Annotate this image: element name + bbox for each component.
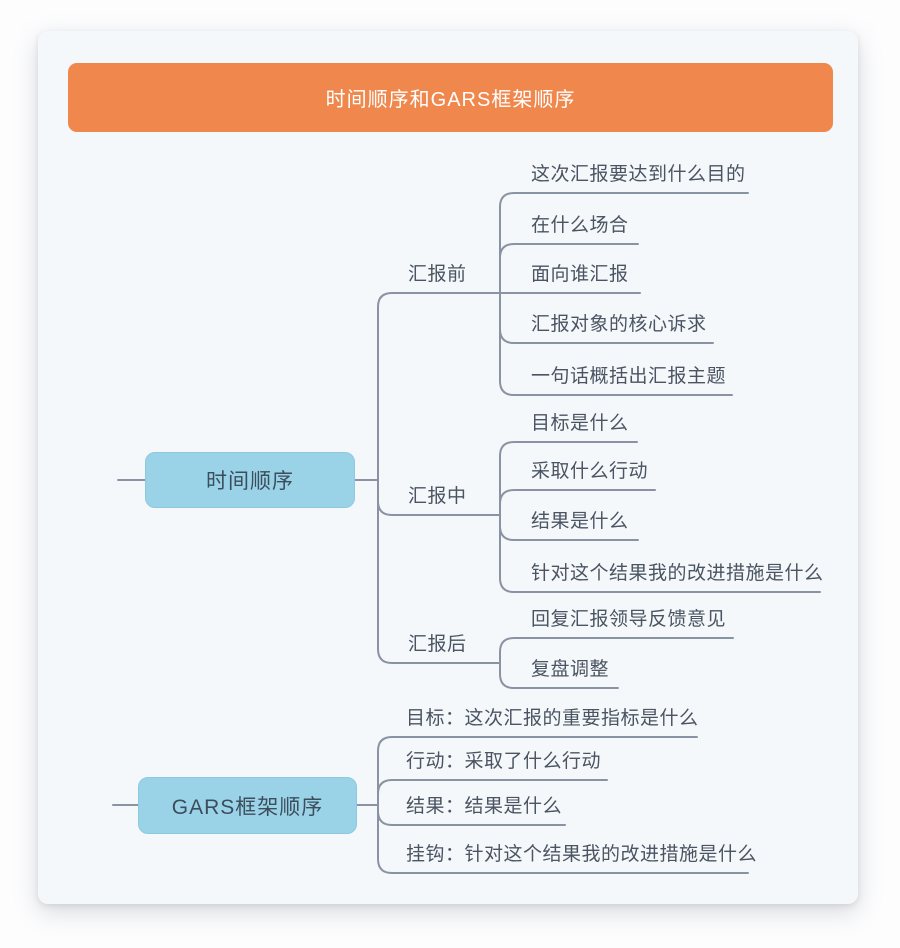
edge-after-report [377,479,501,664]
leaf-during-improvement: 针对这个结果我的改进措施是什么 [531,563,824,584]
topic-time-order-label: 时间顺序 [206,470,294,493]
edge-after-c2 [499,662,619,689]
leaf-before-occasion: 在什么场合 [531,215,629,236]
edge-before-c5 [499,292,733,396]
leaf-gars-goal: 目标：这次汇报的重要指标是什么 [406,708,699,729]
leaf-before-goal: 这次汇报要达到什么目的 [531,164,746,185]
leaf-during-goal: 目标是什么 [531,413,629,434]
edge-before-c1 [499,192,749,294]
diagram-title: 时间顺序和GARS框架顺序 [325,89,576,111]
branch-before-report: 汇报前 [408,264,467,285]
edge-during-c1 [499,441,638,516]
leaf-before-audience: 面向谁汇报 [531,264,629,285]
leaf-during-result: 结果是什么 [531,511,629,532]
branch-after-report: 汇报后 [408,634,467,655]
branch-during-report: 汇报中 [408,486,467,507]
leaf-gars-action: 行动：采取了什么行动 [406,751,602,772]
topic-gars-framework: GARS框架顺序 [138,777,357,834]
edge-before-report [377,292,501,481]
edge-gars-c1 [377,736,698,806]
edge-after-c1 [499,637,734,664]
edge-during-c2 [499,489,656,516]
edge-gars-c2 [377,779,608,806]
edge-during-c4 [499,514,821,593]
edge-gars-c4 [377,804,749,874]
leaf-after-review: 复盘调整 [531,659,610,680]
leaf-after-feedback: 回复汇报领导反馈意见 [531,609,727,630]
leaf-before-one-sentence: 一句话概括出汇报主题 [531,366,727,387]
leaf-during-action: 采取什么行动 [531,461,649,482]
diagram-title-banner: 时间顺序和GARS框架顺序 [68,63,833,132]
leaf-gars-result: 结果：结果是什么 [406,796,563,817]
leaf-gars-hook: 挂钩：针对这个结果我的改进措施是什么 [406,844,758,865]
topic-time-order: 时间顺序 [145,452,355,508]
edge-before-c2 [499,243,639,294]
leaf-before-core-demand: 汇报对象的核心诉求 [531,314,707,335]
topic-gars-framework-label: GARS框架顺序 [171,795,324,819]
